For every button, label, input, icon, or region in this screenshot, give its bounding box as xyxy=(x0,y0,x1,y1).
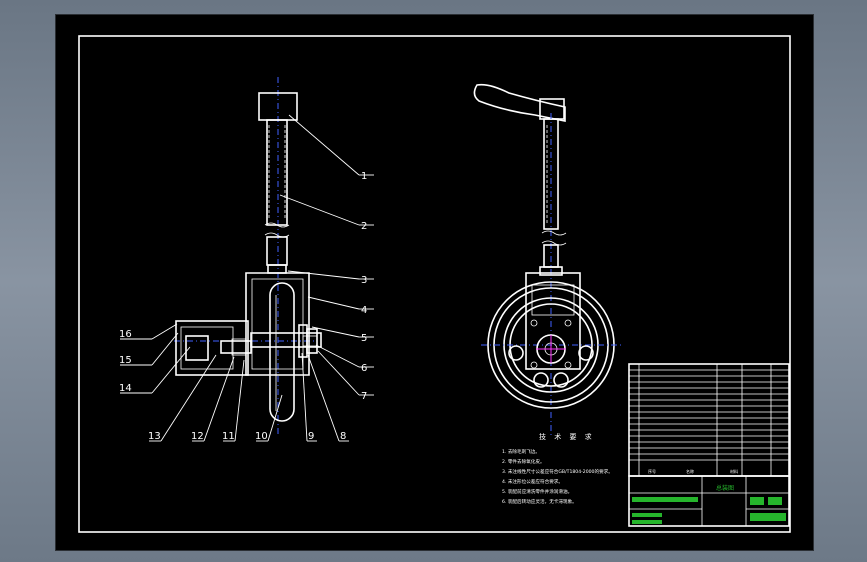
part-number-labels: 1 2 3 4 5 6 7 8 9 10 11 12 13 14 15 16 xyxy=(119,171,367,442)
tech-req-line: 6. 装配后转动应灵活，无卡滞现象。 xyxy=(502,498,577,505)
shaft-lower xyxy=(266,236,288,266)
parts-list: 序号 名称 材料 xyxy=(628,363,790,477)
part-label-7: 7 xyxy=(361,391,367,402)
part-label-14: 14 xyxy=(119,383,132,394)
part-label-10: 10 xyxy=(255,431,268,442)
side-view xyxy=(473,83,621,435)
part-label-3: 3 xyxy=(361,275,367,286)
part-label-4: 4 xyxy=(361,305,367,316)
part-label-16: 16 xyxy=(119,329,132,340)
tech-req-line: 3. 未注线性尺寸公差应符合GB/T1804-2000的要求。 xyxy=(502,468,613,475)
drawing-name: 总装图 xyxy=(716,484,734,492)
assembly-drawing: 1 2 3 4 5 6 7 8 9 10 11 12 13 14 15 16 xyxy=(78,35,791,533)
part-label-8: 8 xyxy=(340,431,346,442)
outer-frame xyxy=(78,35,791,533)
part-label-11: 11 xyxy=(222,431,235,442)
part-label-1: 1 xyxy=(361,171,367,182)
header-col-name: 名称 xyxy=(686,468,694,474)
part-label-5: 5 xyxy=(361,333,367,344)
leader-lines xyxy=(120,114,374,442)
part-label-13: 13 xyxy=(148,431,161,442)
part-label-9: 9 xyxy=(308,431,314,442)
part-label-6: 6 xyxy=(361,363,367,374)
technical-requirements: 技 术 要 求 1. 去除毛刺飞边。 2. 零件去除氧化皮。 3. 未注线性尺寸… xyxy=(502,432,613,505)
handle-grip xyxy=(473,83,566,122)
tech-req-title: 技 术 要 求 xyxy=(539,432,595,441)
front-view xyxy=(174,77,322,435)
counter-box xyxy=(175,320,249,376)
part-label-12: 12 xyxy=(191,431,204,442)
collar xyxy=(267,264,287,274)
tech-req-line: 5. 装配前应清洗零件并涂润滑油。 xyxy=(502,488,572,495)
tech-req-line: 2. 零件去除氧化皮。 xyxy=(502,458,545,465)
header-col-material: 材料 xyxy=(730,468,738,474)
side-housing xyxy=(525,272,581,370)
measuring-wheel xyxy=(269,282,295,422)
title-block: 总装图 xyxy=(628,475,790,527)
axle xyxy=(250,332,322,348)
part-label-2: 2 xyxy=(361,221,367,232)
header-col-no: 序号 xyxy=(648,468,656,474)
tech-req-line: 1. 去除毛刺飞边。 xyxy=(502,448,540,455)
tech-req-line: 4. 未注形位公差应符合要求。 xyxy=(502,478,563,485)
cad-viewport[interactable]: 1 2 3 4 5 6 7 8 9 10 11 12 13 14 15 16 xyxy=(55,14,814,551)
part-label-15: 15 xyxy=(119,355,132,366)
shaft-upper xyxy=(266,119,288,226)
